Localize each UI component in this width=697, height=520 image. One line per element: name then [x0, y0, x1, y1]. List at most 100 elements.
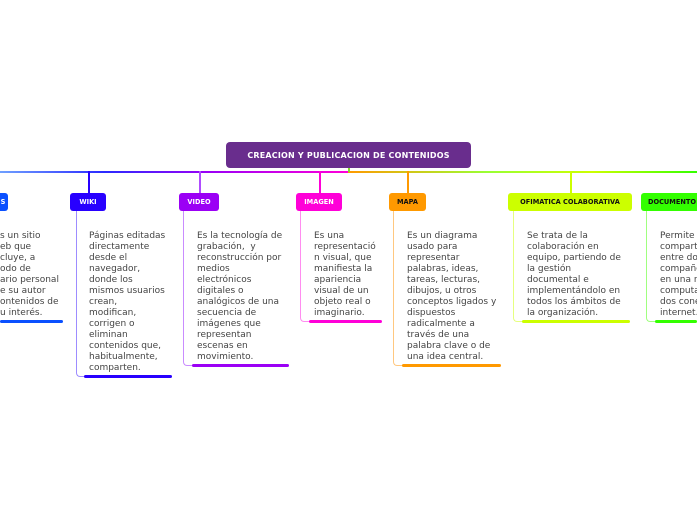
text-line: contenidos que,	[89, 341, 162, 351]
text-line: radicalmente a	[407, 319, 475, 329]
text-line: equipo, partiendo de	[527, 253, 621, 263]
text-line: internet.	[660, 308, 697, 318]
text-line: analógicos de una	[197, 297, 279, 307]
subtopic-bracket	[183, 211, 194, 366]
connector-line	[0, 171, 348, 173]
topic-label: MAPA	[397, 198, 418, 206]
text-line: todos los ámbitos de	[527, 297, 621, 307]
text-line: dispuestos	[407, 308, 456, 318]
text-line: u interés.	[0, 308, 43, 318]
text-line: Páginas editadas	[89, 231, 166, 241]
text-line: apariencia	[314, 275, 362, 285]
subtopic-bracket	[513, 211, 524, 322]
text-line: la gestión	[527, 264, 572, 274]
text-line: escenas en	[197, 341, 248, 351]
connector-line	[570, 171, 572, 193]
text-line: compart	[660, 242, 697, 252]
topic-label: DOCUMENTO	[648, 198, 696, 206]
connector-line	[407, 171, 409, 193]
text-line: dos cone	[660, 297, 697, 307]
text-line: cluye, a	[0, 253, 36, 263]
text-line: eb que	[0, 242, 32, 252]
text-line: visual de un	[314, 286, 369, 296]
text-line: grabación, y	[197, 242, 256, 252]
central-topic[interactable]: CREACION Y PUBLICACION DE CONTENIDOS	[226, 142, 471, 168]
text-line: reconstrucción por	[197, 253, 282, 263]
text-line: objeto real o	[314, 297, 371, 307]
central-topic-label: CREACION Y PUBLICACION DE CONTENIDOS	[247, 150, 450, 160]
text-line: Es la tecnología de	[197, 231, 283, 241]
text-line: digitales o	[197, 286, 244, 296]
text-line: eliminan	[89, 330, 128, 340]
text-line: dibujos, u otros	[407, 286, 477, 296]
text-line: habitualmente,	[89, 352, 158, 362]
text-line: una idea central.	[407, 352, 484, 362]
text-line: medios	[197, 264, 230, 274]
topic-label: S	[0, 198, 6, 206]
text-line: corrigen o	[89, 319, 135, 329]
text-line: Se trata de la	[527, 231, 588, 241]
text-line: n visual, que	[314, 253, 372, 263]
text-line: Permite	[660, 231, 695, 241]
text-line: tareas, lecturas,	[407, 275, 480, 285]
topic-imagen[interactable]: IMAGEN	[296, 193, 342, 211]
text-line: conceptos ligados y	[407, 297, 497, 307]
text-line: usado para	[407, 242, 458, 252]
text-line: ario personal	[0, 275, 59, 285]
connector-line	[319, 171, 321, 193]
text-line: e su autor	[0, 286, 46, 296]
text-line: donde los	[89, 275, 133, 285]
subtopic-bracket	[393, 211, 404, 366]
text-line: representan	[197, 330, 252, 340]
topic-wiki[interactable]: WIKI	[70, 193, 106, 211]
subtopic-underline	[655, 320, 697, 323]
text-line: Es una	[314, 231, 345, 241]
text-line: documental e	[527, 275, 589, 285]
topic-video[interactable]: VIDEO	[179, 193, 219, 211]
text-line: palabras, ideas,	[407, 264, 479, 274]
connector-line	[88, 171, 90, 193]
text-line: la organización.	[527, 308, 599, 318]
topic-documento[interactable]: DOCUMENTO	[641, 193, 697, 211]
subtopic-bracket	[300, 211, 311, 322]
text-line: comparten.	[89, 363, 141, 373]
topic-mapa[interactable]: MAPA	[389, 193, 426, 211]
text-line: través de una	[407, 330, 470, 340]
text-line: imaginario.	[314, 308, 365, 318]
topic-ofimatica[interactable]: OFIMATICA COLABORATIVA	[508, 193, 632, 211]
text-line: desde el	[89, 253, 128, 263]
text-line: palabra clave o de	[407, 341, 491, 351]
topic-label: VIDEO	[187, 198, 211, 206]
text-line: odo de	[0, 264, 31, 274]
text-line: mismos usuarios	[89, 286, 165, 296]
text-line: en una r	[660, 275, 697, 285]
subtopic-underline	[192, 364, 289, 367]
text-line: secuencia de	[197, 308, 257, 318]
text-line: navegador,	[89, 264, 141, 274]
text-line: entre do	[660, 253, 697, 263]
text-line: electrónicos	[197, 275, 252, 285]
text-line: computa	[660, 286, 697, 296]
text-line: colaboración en	[527, 242, 599, 252]
subtopic-underline	[309, 320, 382, 323]
topic-blog[interactable]: S	[0, 193, 8, 211]
connector-line	[348, 171, 697, 173]
subtopic-underline	[0, 320, 63, 323]
text-line: representar	[407, 253, 460, 263]
subtopic-bracket	[76, 211, 87, 377]
text-line: directamente	[89, 242, 150, 252]
connector-line	[199, 171, 201, 193]
subtopic-bracket	[646, 211, 657, 322]
text-line: implementándolo en	[527, 286, 621, 296]
subtopic-underline	[522, 320, 630, 323]
connector-line	[348, 168, 350, 172]
text-line: modifican,	[89, 308, 137, 318]
